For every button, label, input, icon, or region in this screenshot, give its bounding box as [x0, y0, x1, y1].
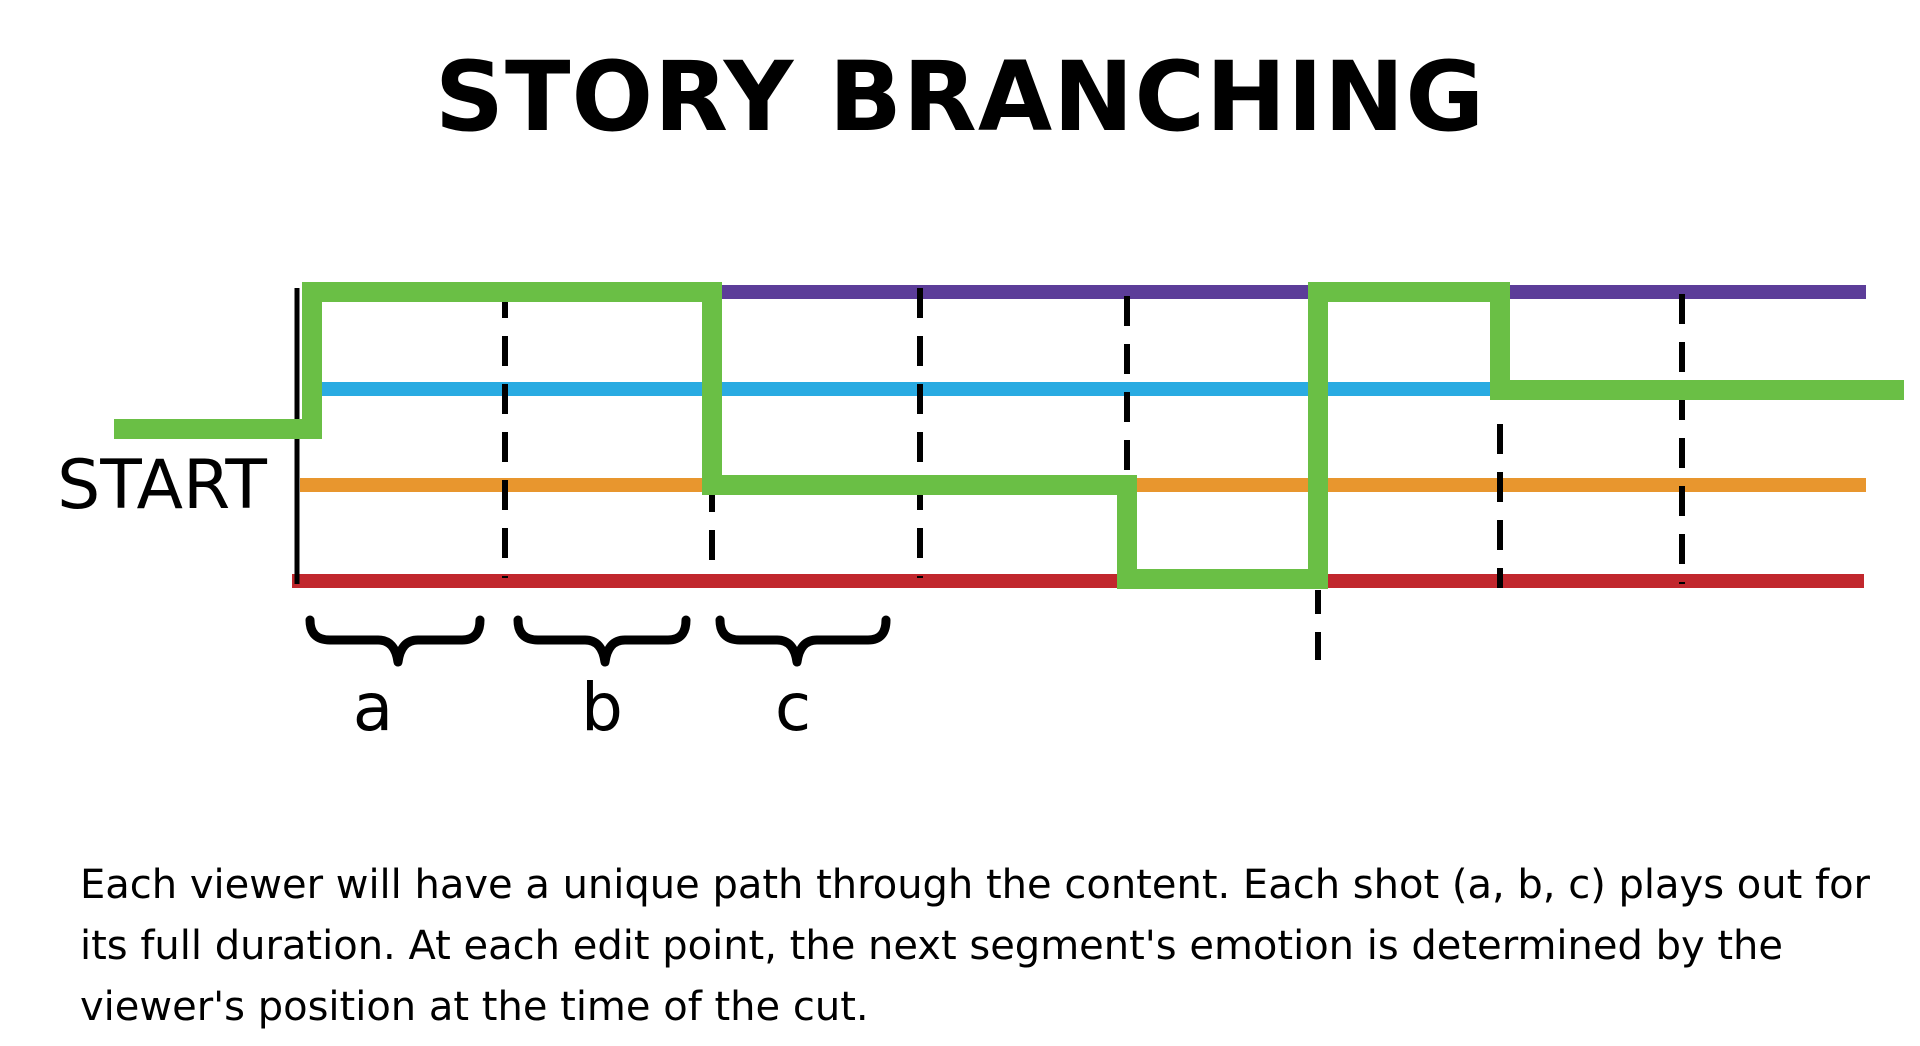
segment-brace-b [513, 615, 691, 667]
segment-brace-a [305, 615, 485, 667]
page-title: STORY BRANCHING [434, 41, 1486, 153]
segment-brace-c [715, 615, 891, 667]
caption-text: Each viewer will have a unique path thro… [80, 862, 1870, 1030]
viewer-path-line [114, 282, 1904, 589]
segment-label-a: a [353, 669, 393, 746]
segment-label-c: c [775, 669, 811, 746]
start-label: START [57, 446, 267, 525]
segment-label-b: b [581, 669, 623, 746]
